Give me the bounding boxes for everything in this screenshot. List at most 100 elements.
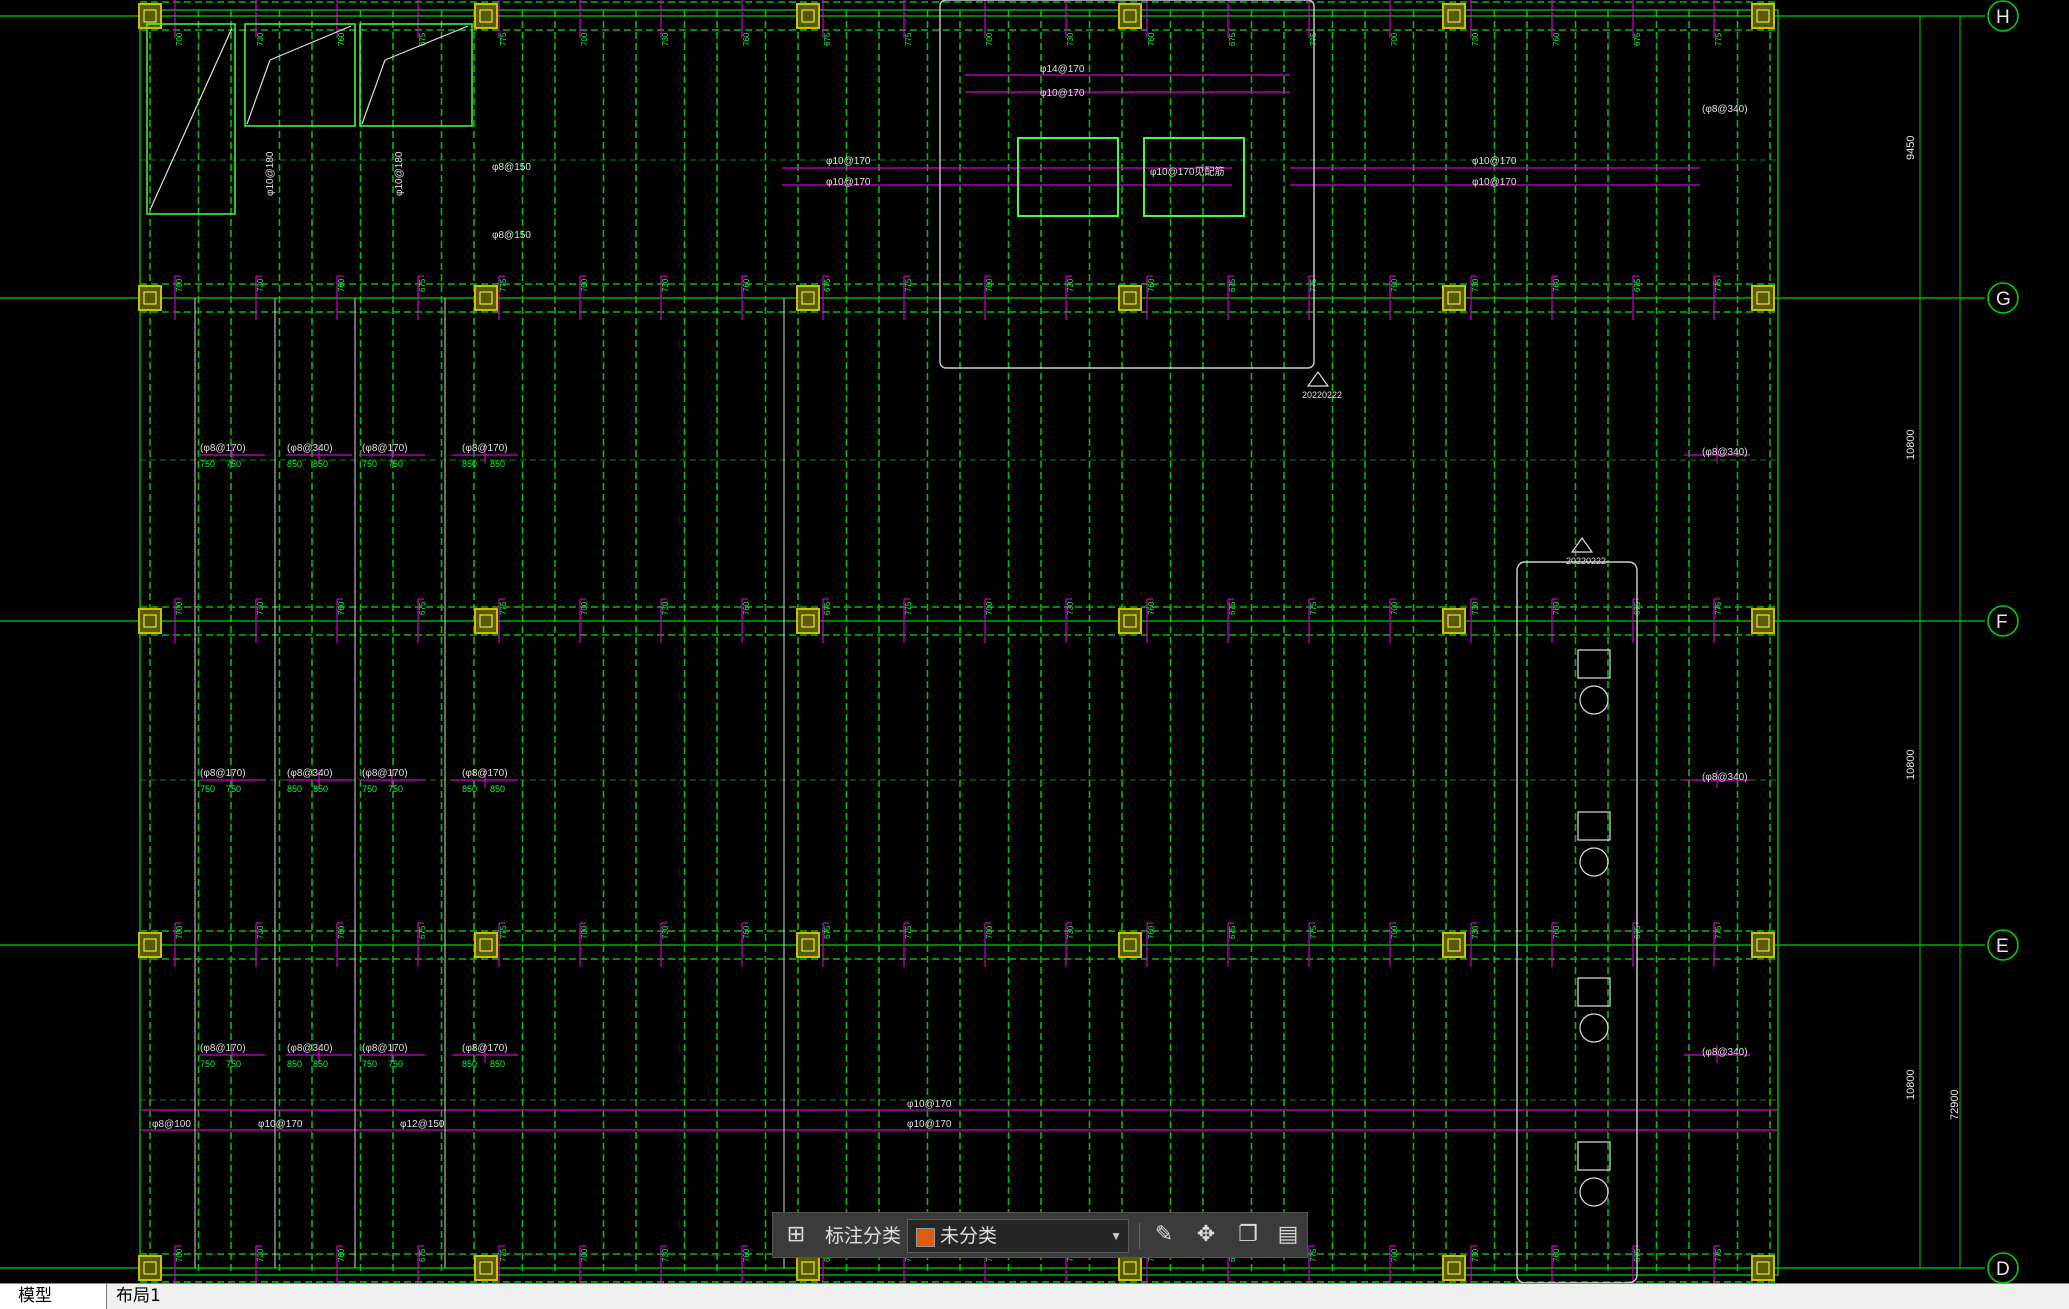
grid-axis-label: H [1996, 7, 2010, 28]
column-core [801, 614, 815, 628]
column-core [801, 1261, 815, 1275]
dimension-small: 850 [313, 1059, 328, 1069]
dimension-text: 10800 [1905, 1069, 1917, 1100]
copy-icon[interactable]: ❐ [1238, 1222, 1258, 1247]
dimension-small: 760 [1147, 278, 1156, 292]
stair-box [1577, 977, 1611, 1007]
dimension-small: 730 [661, 278, 670, 292]
shaft-box [146, 23, 236, 215]
column [1118, 285, 1142, 311]
columns [138, 3, 1775, 1281]
dimension-small: 760 [742, 278, 751, 292]
revision-mark: 20220222 [1566, 556, 1606, 566]
dimension-small: 850 [287, 1059, 302, 1069]
column [796, 285, 820, 311]
rebar-label: φ10@170 [826, 177, 871, 188]
rebar-label: φ8@150 [492, 230, 531, 241]
category-select-value: 未分类 [940, 1225, 998, 1247]
column [474, 3, 498, 29]
column [1442, 285, 1466, 311]
shaft-diagonal [246, 59, 271, 125]
dimension-small: 675 [823, 32, 832, 46]
dimension-small: 675 [418, 278, 427, 292]
dimension-small: 700 [1390, 32, 1399, 46]
column [1118, 1255, 1142, 1281]
column-core [1756, 938, 1770, 952]
dimension-small: 775 [1714, 601, 1723, 615]
rebar-label: (φ8@170) [462, 768, 508, 779]
tab-model[interactable]: 模型 [0, 1284, 107, 1309]
column-core [1447, 291, 1461, 305]
dimension-small: 775 [904, 32, 913, 46]
dimension-small: 775 [904, 278, 913, 292]
dimension-small: 700 [985, 278, 994, 292]
column [138, 1255, 162, 1281]
dimension-small: 750 [362, 784, 377, 794]
tab-layout1[interactable]: 布局1 [116, 1286, 161, 1306]
column-core [1123, 291, 1137, 305]
dimension-small: 700 [580, 1248, 589, 1262]
grid-axis-bubble [1987, 605, 2019, 637]
dimension-text: 9450 [1905, 136, 1917, 160]
column-core [479, 938, 493, 952]
column-core [1123, 938, 1137, 952]
dimension-small: 730 [1066, 32, 1075, 46]
dimension-small: 675 [823, 925, 832, 939]
dimension-small: 675 [1633, 32, 1642, 46]
move-icon[interactable]: ✥ [1196, 1222, 1216, 1247]
dimension-small: 775 [1309, 925, 1318, 939]
dimension-small: 850 [313, 459, 328, 469]
dimension-small: 760 [1552, 278, 1561, 292]
stair-circle [1579, 1177, 1609, 1207]
column-core [801, 9, 815, 23]
rebar-label: φ10@170 [1472, 177, 1517, 188]
dimension-small: 775 [904, 925, 913, 939]
column-core [1123, 614, 1137, 628]
dimension-small: 700 [580, 32, 589, 46]
column-core [1756, 9, 1770, 23]
dimension-small: 700 [175, 925, 184, 939]
dimension-small: 850 [490, 784, 505, 794]
dimension-small: 675 [823, 601, 832, 615]
slab-outline [139, 9, 1779, 1276]
grid-axis-label: D [1996, 1259, 2010, 1280]
dimension-small: 730 [661, 601, 670, 615]
dimension-small: 730 [1471, 1248, 1480, 1262]
column [1118, 3, 1142, 29]
rebar-label: (φ8@340) [1702, 1047, 1748, 1058]
shaft-box [244, 23, 356, 127]
rebar-label: φ10@170 [907, 1099, 952, 1110]
category-select[interactable]: 未分类 ▼ [907, 1219, 1129, 1253]
dimension-small: 775 [499, 32, 508, 46]
rebar-label: (φ8@340) [287, 768, 333, 779]
grid-axis-label: F [1996, 612, 2008, 633]
grid-axis-bubble [1987, 0, 2019, 32]
dimension-small: 760 [742, 32, 751, 46]
dimension-small: 730 [1066, 278, 1075, 292]
dimension-small: 700 [175, 601, 184, 615]
dimension-small: 675 [418, 32, 427, 46]
dimension-small: 730 [256, 925, 265, 939]
dimension-small: 750 [200, 1059, 215, 1069]
column-core [479, 614, 493, 628]
paste-icon[interactable]: ▤ [1277, 1222, 1299, 1247]
dimension-small: 850 [462, 784, 477, 794]
dimension-small: 730 [256, 32, 265, 46]
rebar-label: (φ8@170) [362, 1043, 408, 1054]
edit-icon[interactable]: ✎ [1154, 1222, 1174, 1247]
dimension-small: 730 [661, 925, 670, 939]
rebar-label: φ10@170 [258, 1119, 303, 1130]
dimension-small: 730 [256, 601, 265, 615]
dimension-small: 775 [1714, 278, 1723, 292]
dimension-small: 775 [1714, 32, 1723, 46]
dimension-small: 760 [337, 278, 346, 292]
dimension-small: 730 [1066, 925, 1075, 939]
rebar-label: (φ8@340) [1702, 772, 1748, 783]
dimension-small: 700 [175, 32, 184, 46]
dimension-small: 760 [337, 1248, 346, 1262]
group-grid-icon[interactable]: ⊞ [786, 1222, 806, 1247]
column-core [1756, 291, 1770, 305]
